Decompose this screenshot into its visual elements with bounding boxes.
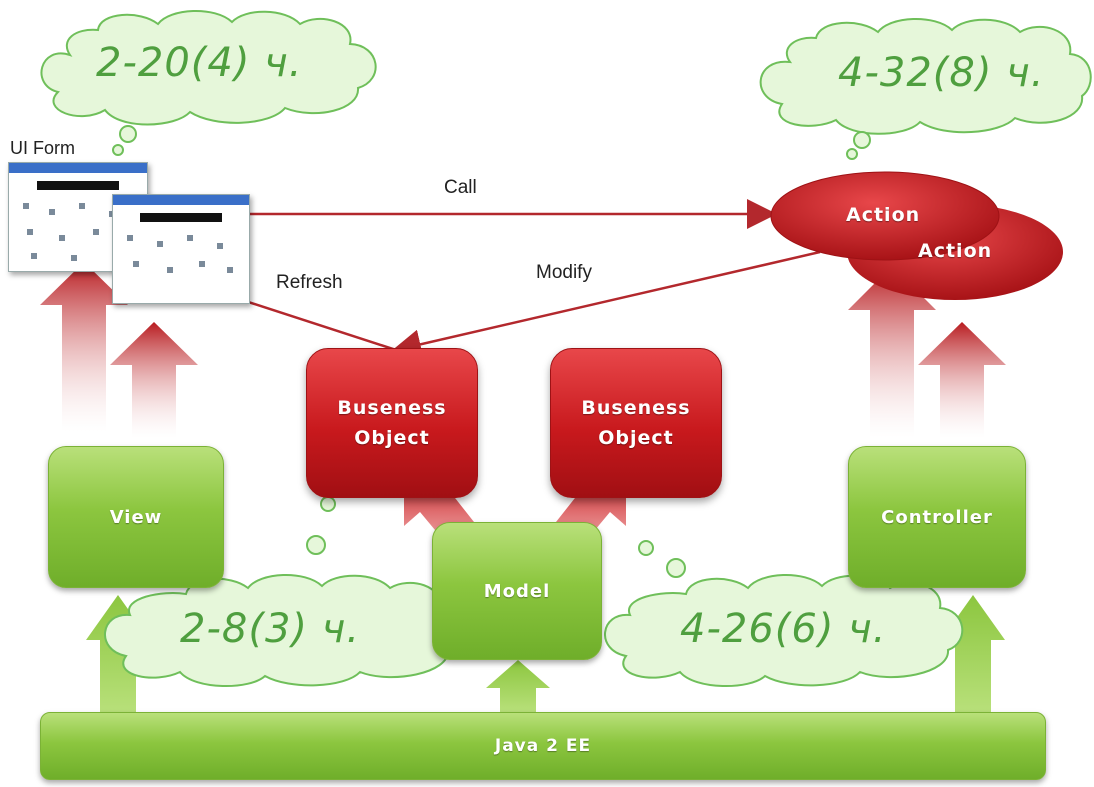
ui-form-thumbnail-2 — [112, 194, 250, 304]
business-object-2: Buseness Object — [550, 348, 722, 498]
business-object-2-line-1: Buseness — [581, 397, 691, 419]
view-box: View — [48, 446, 224, 588]
modify-label: Modify — [536, 262, 592, 283]
view-up-arrow-right — [110, 322, 198, 438]
business-object-1: Buseness Object — [306, 348, 478, 498]
action-ellipse-front — [770, 171, 1000, 261]
cloud-bottom-right — [604, 540, 964, 687]
refresh-label: Refresh — [276, 272, 343, 293]
cloud-top-right — [759, 18, 1092, 160]
business-object-2-line-2: Object — [598, 427, 674, 449]
cloud-bottom-right-text: 4-26(6) ч. — [680, 606, 887, 652]
java-ee-bar: Java 2 EE — [40, 712, 1046, 780]
controller-up-arrow-left — [848, 266, 936, 438]
action-front-label: Action — [846, 204, 921, 226]
view-up-arrow-left — [40, 262, 128, 432]
controller-box: Controller — [848, 446, 1026, 588]
controller-up-arrow-right — [918, 322, 1006, 438]
action-back-label: Action — [918, 240, 993, 262]
business-object-1-line-2: Object — [354, 427, 430, 449]
business-object-1-line-1: Buseness — [337, 397, 447, 419]
cloud-top-left-text: 2-20(4) ч. — [96, 40, 303, 86]
java-arrow-center — [486, 660, 550, 712]
cloud-top-left — [40, 10, 377, 156]
cloud-top-right-text: 4-32(8) ч. — [838, 50, 1045, 96]
ui-form-label: UI Form — [10, 138, 75, 158]
call-label: Call — [444, 177, 477, 198]
cloud-bottom-left-text: 2-8(3) ч. — [180, 606, 361, 652]
model-box: Model — [432, 522, 602, 660]
modify-arrow — [391, 250, 821, 359]
